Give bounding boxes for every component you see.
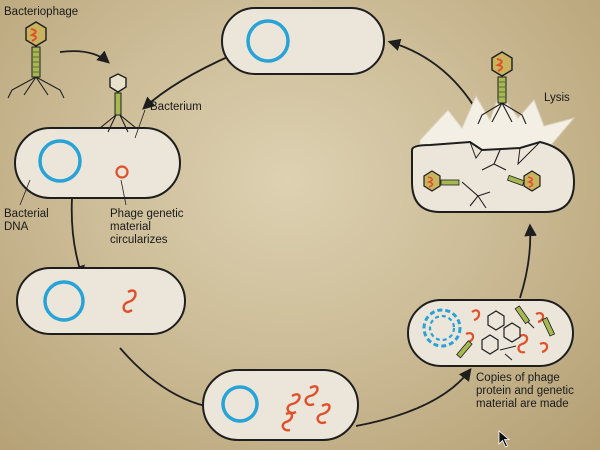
label-bacteriophage: Bacteriophage — [4, 6, 79, 18]
mouse-pointer-icon — [498, 430, 511, 448]
arrow-circularize-to-replicate — [119, 347, 218, 413]
bacteriophage-icon — [7, 21, 65, 99]
arrow-lysis-to-new-cell — [387, 38, 483, 121]
label-bacterial-dna: Bacterial DNA — [4, 208, 49, 233]
bacterium-cell-circularized — [16, 267, 186, 335]
phage-dna-strand — [122, 289, 137, 313]
label-bacterium: Bacterium — [150, 101, 202, 113]
arrow-new-cell-to-infection — [142, 54, 233, 110]
bacterium-cell-replication — [202, 369, 359, 441]
label-lysis: Lysis — [544, 92, 570, 104]
bacterial-dna-circle — [38, 139, 82, 183]
progeny-phage — [423, 149, 541, 209]
bacterium-cell-new — [221, 7, 385, 75]
label-phage-genetic-material: Phage genetic material circularizes — [110, 208, 184, 246]
attached-phage — [99, 73, 137, 133]
arrow-replicate-to-assembly — [355, 367, 472, 427]
phage-dna-circle — [115, 165, 129, 179]
arrow-infection-to-circularize — [70, 197, 85, 279]
arrow-phage-to-cell — [59, 50, 110, 64]
bacterium-cell-assembly — [407, 299, 574, 367]
label-leader-lines — [19, 109, 146, 206]
bacterium-cell-infection — [14, 109, 181, 206]
bacterium-cell-lysis — [411, 90, 576, 213]
arrow-assembly-to-lysis — [519, 223, 537, 299]
released-phage — [477, 51, 527, 125]
label-copies-made: Copies of phage protein and genetic mate… — [476, 372, 574, 410]
